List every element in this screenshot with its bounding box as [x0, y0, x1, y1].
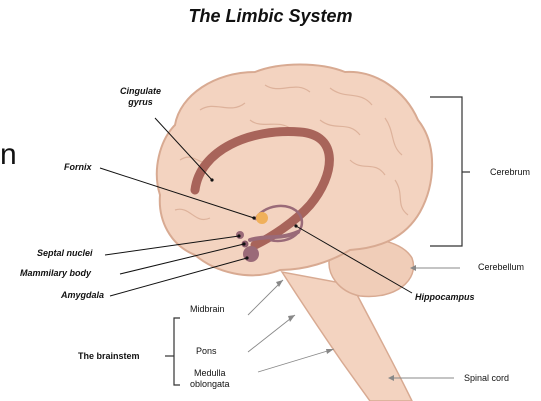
label-cerebrum: Cerebrum	[490, 167, 530, 178]
label-cingulate-gyrus: Cingulate gyrus	[120, 86, 161, 108]
label-amygdala: Amygdala	[61, 290, 104, 301]
label-midbrain: Midbrain	[190, 304, 225, 315]
amygdala-shape	[243, 246, 259, 262]
label-the-brainstem: The brainstem	[78, 351, 140, 362]
label-spinal-cord: Spinal cord	[464, 373, 509, 384]
cerebrum-bracket	[430, 97, 462, 246]
label-medulla-oblongata: Medulla oblongata	[190, 368, 230, 390]
label-fornix: Fornix	[64, 162, 92, 173]
label-pons: Pons	[196, 346, 217, 357]
label-septal-nuclei: Septal nuclei	[37, 248, 93, 259]
label-cerebellum: Cerebellum	[478, 262, 524, 273]
thalamus-highlight	[256, 212, 268, 224]
brainstem-bracket	[174, 318, 180, 385]
label-hippocampus: Hippocampus	[415, 292, 475, 303]
label-mammillary-body: Mammilary body	[20, 268, 91, 279]
